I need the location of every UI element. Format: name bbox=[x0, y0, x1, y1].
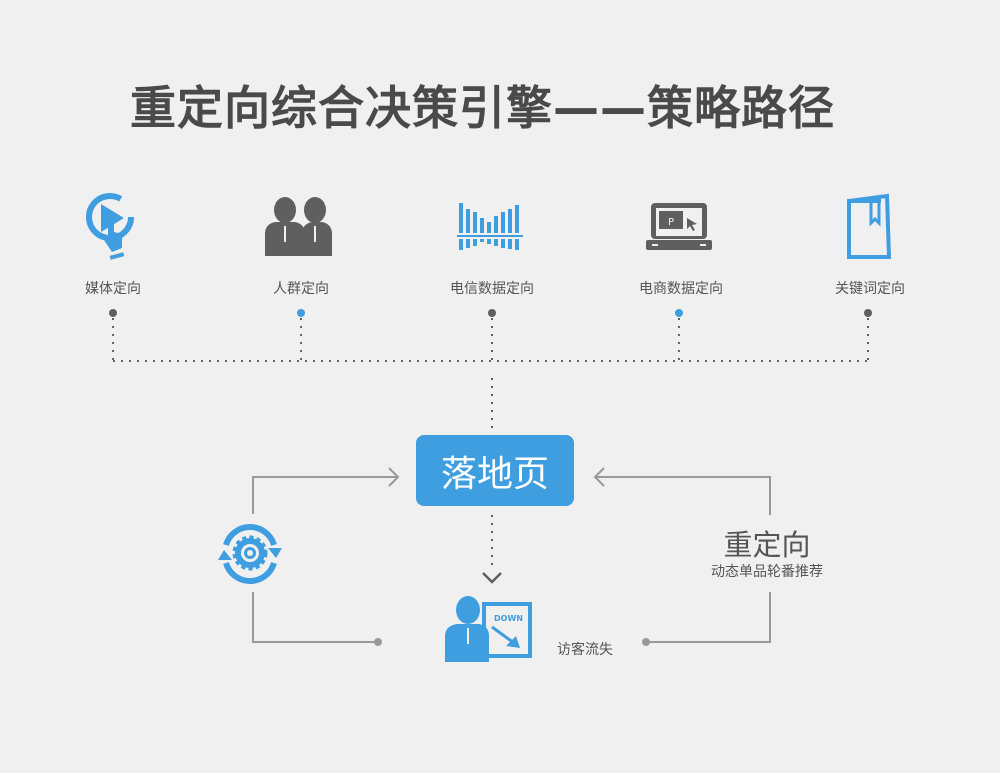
keyword-book-icon bbox=[847, 193, 892, 259]
page-title: 重定向综合决策引擎——策略路径 bbox=[130, 81, 835, 135]
source-dot bbox=[488, 309, 496, 317]
line-end-dot bbox=[642, 638, 650, 646]
landing-page-box: 落地页 bbox=[416, 435, 574, 506]
source-label-media: 媒体定向 bbox=[85, 281, 141, 297]
telecom-bars-icon bbox=[457, 203, 523, 250]
people-group-icon bbox=[265, 197, 332, 256]
source-label-keyword: 关键词定向 bbox=[835, 281, 905, 297]
ecommerce-laptop-icon: P bbox=[646, 203, 712, 250]
retarget-subtitle: 动态单品轮番推荐 bbox=[711, 564, 823, 580]
loop-lines bbox=[252, 467, 771, 643]
source-label-people: 人群定向 bbox=[273, 281, 329, 297]
source-dot bbox=[675, 309, 683, 317]
media-touch-play-icon bbox=[86, 193, 134, 260]
visitor-loss-label: 访客流失 bbox=[557, 642, 613, 658]
source-label-ecommerce: 电商数据定向 bbox=[639, 281, 723, 297]
visitor-loss-icon: DOWN bbox=[445, 596, 532, 662]
source-dot bbox=[109, 309, 117, 317]
source-label-telecom: 电信数据定向 bbox=[450, 281, 534, 297]
retarget-title: 重定向 bbox=[723, 528, 811, 562]
line-end-dot bbox=[374, 638, 382, 646]
svg-text:P: P bbox=[668, 217, 674, 228]
source-dot bbox=[864, 309, 872, 317]
chevron-down-icon bbox=[482, 572, 502, 584]
down-badge: DOWN bbox=[494, 614, 523, 623]
gear-cycle-icon bbox=[218, 524, 282, 584]
source-dot bbox=[297, 309, 305, 317]
connector-lines bbox=[112, 318, 869, 565]
